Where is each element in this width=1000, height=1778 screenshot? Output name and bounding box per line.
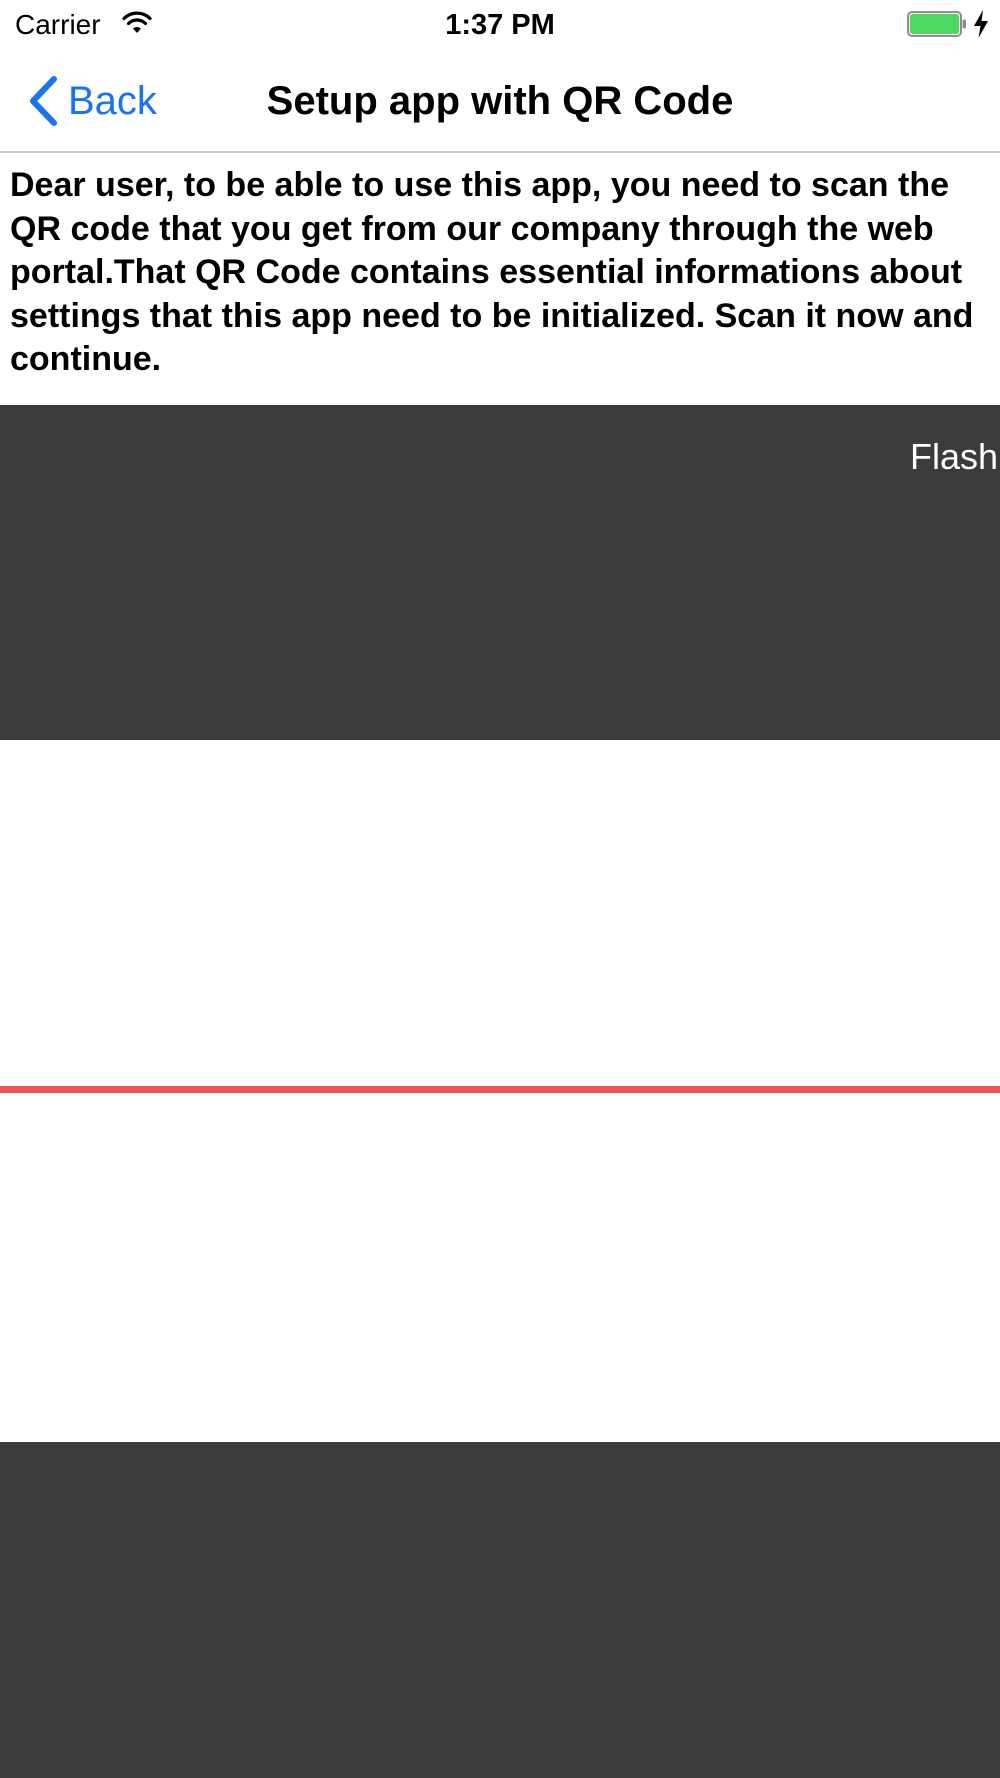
instructions-text: Dear user, to be able to use this app, y… xyxy=(10,166,974,378)
navigation-bar: Back Setup app with QR Code xyxy=(0,50,1000,153)
back-label: Back xyxy=(68,79,157,123)
wifi-icon xyxy=(122,11,152,33)
status-time: 1:37 PM xyxy=(445,9,555,41)
page-title: Setup app with QR Code xyxy=(266,79,734,123)
chevron-left-icon xyxy=(30,76,57,126)
battery-icon xyxy=(907,11,966,37)
flash-button[interactable]: Flash xyxy=(909,436,998,477)
carrier-label: Carrier xyxy=(15,9,101,40)
scanner-overlay-top: Flash xyxy=(0,405,1000,740)
back-button[interactable]: Back xyxy=(26,74,157,128)
scan-line xyxy=(0,1086,1000,1093)
status-bar: Carrier 1:37 PM xyxy=(0,0,1000,50)
scanner-overlay-bottom xyxy=(0,1442,1000,1778)
charging-bolt-icon xyxy=(974,10,988,38)
qr-scanner-view[interactable]: Flash xyxy=(0,405,1000,1778)
